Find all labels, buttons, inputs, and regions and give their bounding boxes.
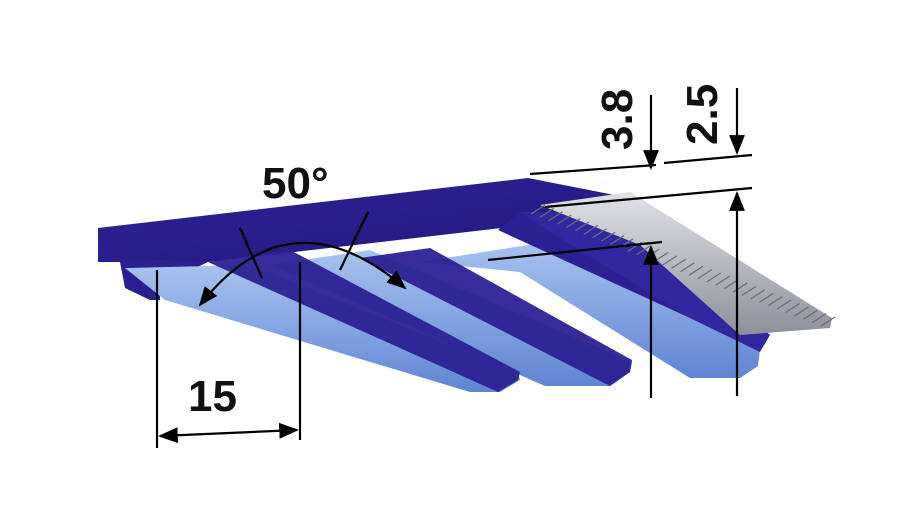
belt-back-surface <box>98 178 640 262</box>
angle-leg-right <box>339 211 369 271</box>
belt-end-face <box>98 228 208 300</box>
belt-body <box>98 178 770 392</box>
cord-rib <box>776 299 792 310</box>
cord-rib <box>583 224 599 235</box>
cord-rib <box>794 306 809 317</box>
belt-right-side <box>520 212 770 352</box>
cord-rib <box>548 211 563 222</box>
cord-rib <box>750 289 766 300</box>
dimension-lines <box>155 88 753 448</box>
pitch-label: 15 <box>188 372 237 421</box>
cord-rib <box>785 302 801 313</box>
cord-rib <box>530 204 546 215</box>
cord-rib <box>811 313 827 324</box>
cord-rib <box>820 316 836 327</box>
height-38-ext-top <box>529 163 657 176</box>
cord-rib <box>715 275 730 286</box>
cord-rib <box>767 296 783 307</box>
cord-rib <box>574 221 590 232</box>
cord-rib <box>688 265 704 276</box>
cord-rib <box>539 207 555 218</box>
cord-rib <box>741 285 757 296</box>
cord-rib <box>609 235 625 246</box>
cord-rib <box>697 268 713 279</box>
height-38-ext-bottom <box>487 240 663 262</box>
height-total-label: 3.8 <box>593 89 642 150</box>
cord-rib <box>671 258 686 269</box>
cord-rib <box>662 255 678 266</box>
cord-rib <box>803 309 818 320</box>
height-25-ext-top <box>663 153 753 165</box>
cord-rib <box>706 272 722 283</box>
angle-label: 50° <box>262 159 329 208</box>
belt-tooth-3 <box>420 240 760 378</box>
cord-rib <box>557 214 572 225</box>
height-25-ext-bottom <box>544 186 753 209</box>
height-back-label: 2.5 <box>678 84 727 145</box>
angle-leg-left <box>238 227 264 279</box>
belt-flank-2 <box>360 248 632 386</box>
angle-arc <box>198 241 407 307</box>
cord-rib <box>759 292 774 303</box>
cord-rib <box>680 262 695 273</box>
cord-rib <box>565 218 581 229</box>
cord-layer <box>540 192 832 335</box>
cord-rib <box>592 228 607 239</box>
cord-rib <box>600 231 616 242</box>
pitch-dimension-line <box>158 422 299 444</box>
cord-rib <box>732 282 748 293</box>
